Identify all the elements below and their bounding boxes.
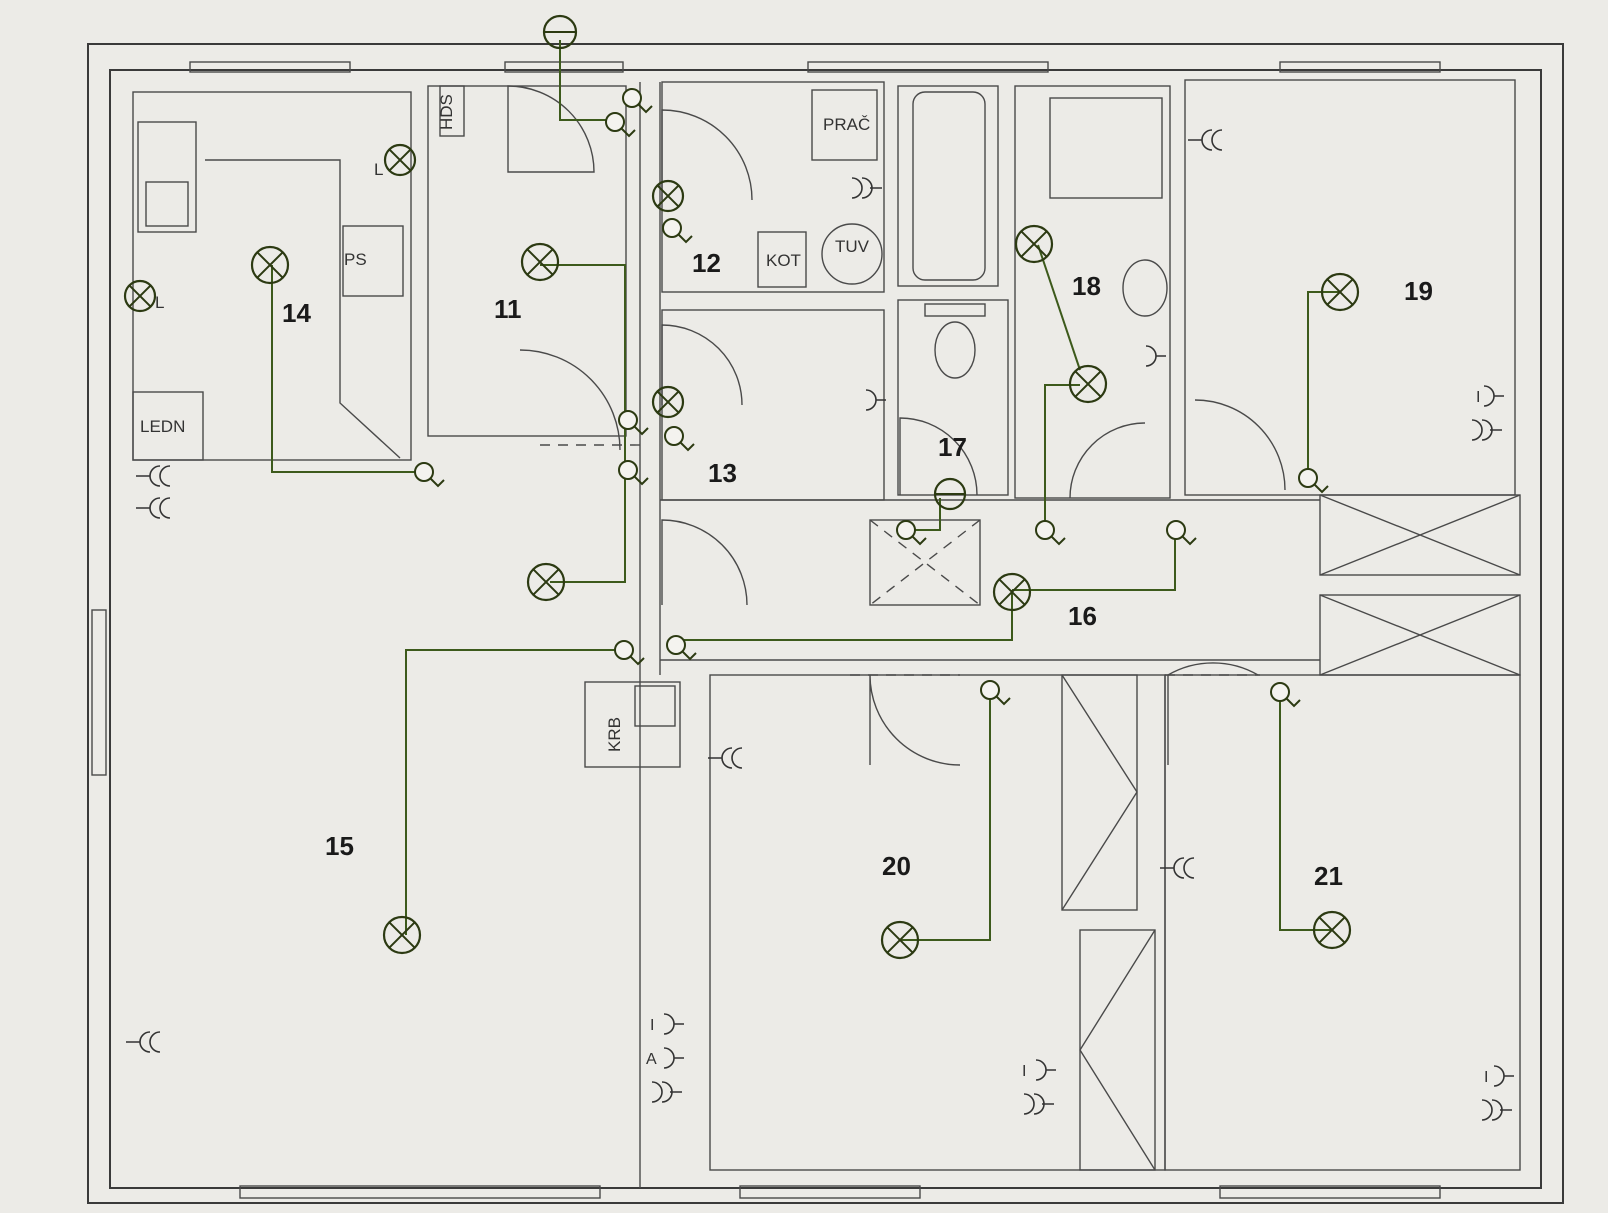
lamp-icon (651, 385, 685, 419)
fixture-labels: HDS PRAČ KOT TUV PS LEDN KRB L L (140, 94, 870, 752)
wall-light-mark-2: L (155, 293, 164, 312)
double-socket-icon (126, 1031, 161, 1053)
wall-light-mark-1: L (374, 160, 383, 179)
ledn-label: LEDN (140, 417, 185, 436)
lamp-icon (1320, 272, 1360, 312)
switch-icon (1298, 468, 1329, 494)
switch-icon (666, 635, 697, 661)
lamp-icon (542, 14, 578, 50)
room-number-19: 19 (1404, 276, 1433, 306)
tv-mark: I (1484, 1069, 1488, 1086)
tv-socket-icon (1035, 1059, 1056, 1081)
lamp-icon (382, 915, 422, 955)
switch-icon (662, 218, 693, 244)
double-socket-icon (136, 465, 171, 487)
sockets (126, 129, 1514, 1121)
lamp-icon (526, 562, 566, 602)
switch-icon (622, 88, 653, 114)
room-number-17: 17 (938, 432, 967, 462)
double-socket-icon (1481, 1099, 1512, 1121)
double-socket-icon (708, 747, 743, 769)
room-number-11: 11 (494, 294, 522, 324)
hds-label: HDS (437, 94, 456, 130)
outer-walls (87, 43, 1564, 1204)
switch-icon (896, 520, 927, 546)
wiring (271, 40, 1340, 941)
lamp-icon (651, 179, 685, 213)
lamp-icon (1312, 910, 1352, 950)
room-number-14: 14 (282, 298, 311, 328)
switches (414, 88, 1329, 708)
socket-icon (663, 1047, 684, 1069)
double-socket-icon (1471, 419, 1502, 441)
lamp-icon (123, 279, 157, 313)
double-socket-icon (1160, 857, 1195, 879)
socket-icon (1145, 345, 1166, 367)
room-number-21: 21 (1314, 861, 1343, 891)
switch-icon (618, 410, 649, 436)
lamp-icon (250, 245, 290, 285)
switch-icon (614, 640, 645, 666)
tv-socket-icon (1493, 1065, 1514, 1087)
interior-walls (132, 79, 1521, 1188)
double-socket-icon (1023, 1093, 1054, 1115)
prac-label: PRAČ (823, 115, 870, 134)
room-number-15: 15 (325, 831, 354, 861)
room-number-18: 18 (1072, 271, 1101, 301)
room-number-13: 13 (708, 458, 737, 488)
switch-icon (605, 112, 636, 138)
lamp-icon (1068, 364, 1108, 404)
tv-socket-icon (1483, 385, 1504, 407)
tv-mark: I (1476, 389, 1480, 406)
lamps (123, 14, 1360, 960)
switch-icon (1166, 520, 1197, 546)
ps-label: PS (344, 250, 367, 269)
socket-icon (865, 389, 886, 411)
switch-icon (1270, 682, 1301, 708)
lamp-icon (992, 572, 1032, 612)
switch-icon (664, 426, 695, 452)
room-numbers: 11 12 13 14 15 16 17 18 19 20 21 (282, 248, 1433, 891)
lamp-icon (383, 143, 417, 177)
switch-icon (1035, 520, 1066, 546)
socket-marks: I I A I I (646, 389, 1488, 1086)
room-number-16: 16 (1068, 601, 1097, 631)
tuv-label: TUV (835, 237, 870, 256)
lamp-icon (933, 477, 967, 511)
socket-icon (851, 177, 882, 199)
double-socket-icon (651, 1081, 682, 1103)
krb-label: KRB (605, 717, 624, 752)
switch-icon (414, 462, 445, 488)
lamp-icon (1014, 224, 1054, 264)
lamp-icon (880, 920, 920, 960)
antenna-mark: A (646, 1051, 657, 1068)
double-socket-icon (1188, 129, 1223, 151)
tv-mark: I (1022, 1063, 1026, 1080)
switch-icon (618, 460, 649, 486)
room-number-12: 12 (692, 248, 721, 278)
kot-label: KOT (766, 251, 801, 270)
room-number-20: 20 (882, 851, 911, 881)
tv-socket-icon (663, 1013, 684, 1035)
lamp-icon (520, 242, 560, 282)
tv-mark: I (650, 1017, 654, 1034)
switch-icon (980, 680, 1011, 706)
double-socket-icon (136, 497, 171, 519)
